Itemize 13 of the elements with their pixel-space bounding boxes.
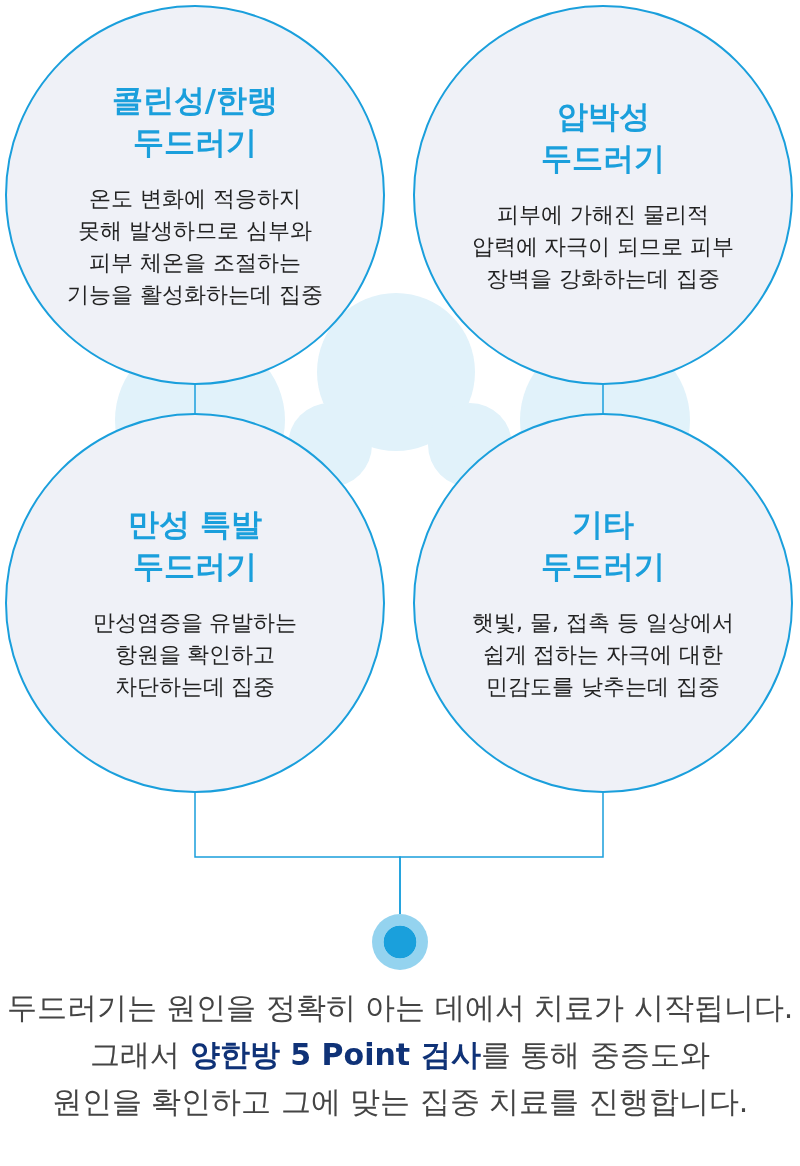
junction-dot — [372, 914, 428, 970]
connector-line — [399, 792, 604, 915]
node-description: 만성염증을 유발하는 항원을 확인하고 차단하는데 집중 — [91, 609, 299, 701]
node-title: 기타 두드러기 — [540, 505, 666, 586]
connector-line — [602, 384, 604, 414]
node-title: 만성 특발 두드러기 — [126, 505, 264, 586]
node-description: 온도 변화에 적응하지 못해 발생하므로 심부와 피부 체온을 조절하는 기능을 활성화하는데 집중 — [66, 185, 324, 309]
node-title: 압박성 두드러기 — [540, 97, 666, 178]
summary-paragraph: 두드러기는 원인을 정확히 아는 데에서 치료가 시작됩니다. 그래서 양한방 5 Point 검사를 통해 중증도와 원인을 확인하고 그에 맞는 집중 치료를 진행합니다. — [5, 989, 795, 1121]
connector-line — [194, 384, 196, 414]
node-title: 콜린성/한랭 두드러기 — [110, 81, 280, 162]
node-description: 피부에 가해진 물리적 압력에 자극이 되므로 피부 장벽을 강화하는데 집중 — [470, 201, 736, 293]
node-description: 햇빛, 물, 접촉 등 일상에서 쉽게 접하는 자극에 대한 민감도를 낮추는데 집중 — [471, 609, 735, 701]
